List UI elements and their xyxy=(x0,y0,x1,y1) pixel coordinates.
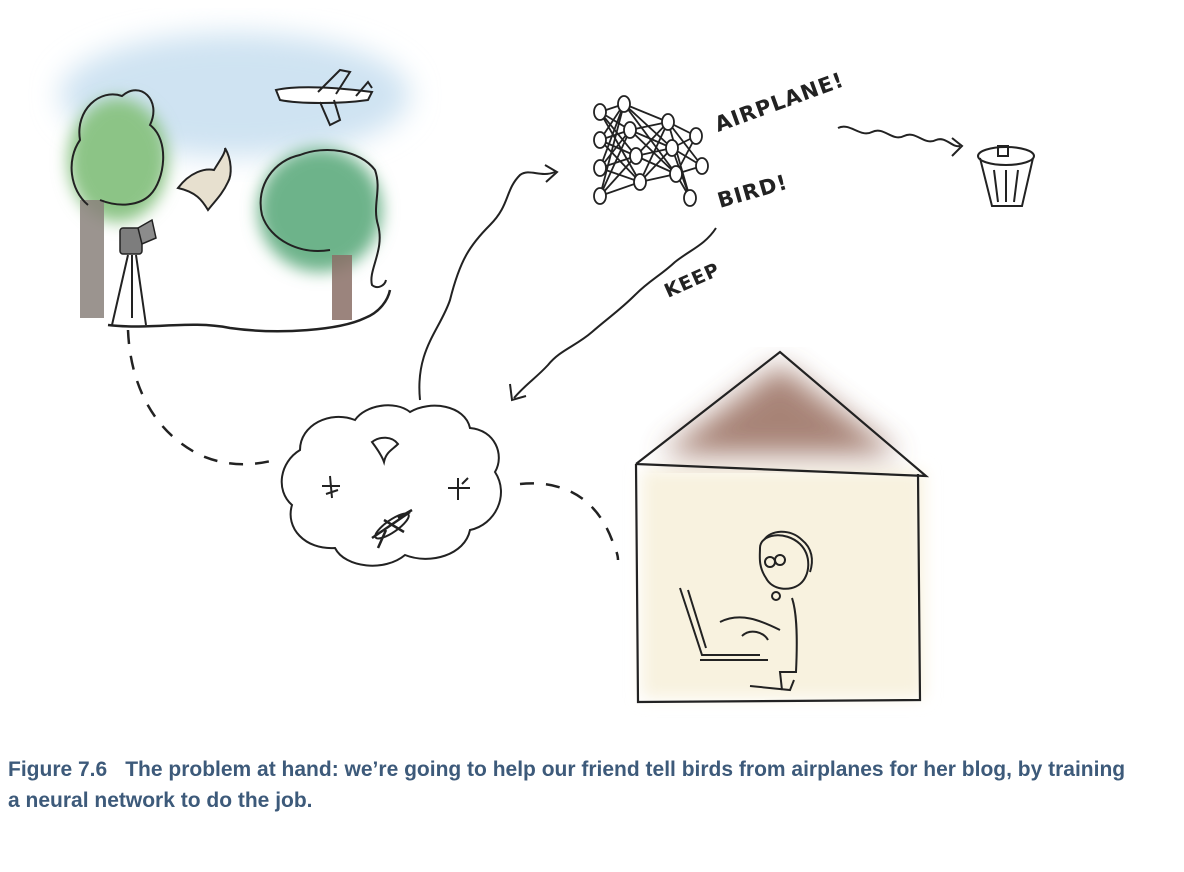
arrow-keep-to-cloud xyxy=(513,227,717,399)
nn-node xyxy=(617,95,631,113)
tree-left-foliage xyxy=(68,98,168,222)
nn-edge xyxy=(599,129,631,169)
figure-number: Figure 7.6 xyxy=(8,758,108,781)
dashed-path-cloud-to-house xyxy=(519,482,620,561)
nn-node xyxy=(629,147,643,165)
laptop-icon xyxy=(679,587,768,661)
nn-edge xyxy=(639,121,669,183)
nn-node xyxy=(669,165,683,183)
arrow-to-trash-head xyxy=(951,137,964,157)
caption-text: The problem at hand: we’re going to help… xyxy=(8,758,1126,812)
arrow-keep-to-cloud-head xyxy=(509,383,527,402)
nn-node xyxy=(661,113,675,131)
nn-edge xyxy=(639,147,673,183)
nn-node xyxy=(683,189,697,207)
nn-node xyxy=(593,187,607,205)
arrow-cloud-to-network-head xyxy=(544,164,559,183)
figure-illustration: AIRPLANE! BIRD! KEEP xyxy=(60,33,1035,704)
bird-icon xyxy=(176,147,232,212)
cloud-outline xyxy=(280,404,502,567)
outdoor-scene xyxy=(60,33,410,333)
nn-node xyxy=(593,131,607,149)
arrow-cloud-to-network xyxy=(418,171,556,401)
house-wall-fill xyxy=(642,470,924,698)
nn-edge xyxy=(667,121,703,167)
image-cloud xyxy=(280,404,502,567)
neural-network-icon xyxy=(593,95,709,207)
nn-edge xyxy=(635,121,669,157)
nn-edge xyxy=(623,103,669,123)
nn-node xyxy=(593,159,607,177)
label-bird: BIRD! xyxy=(715,170,791,213)
arrow-to-trash xyxy=(837,125,961,148)
nn-edge xyxy=(599,103,625,169)
ground-line xyxy=(107,289,392,333)
nn-node xyxy=(695,157,709,175)
cloud-bird-1 xyxy=(370,436,400,466)
nn-edge xyxy=(599,103,625,197)
nn-edge xyxy=(599,129,631,197)
dashed-path-camera-to-cloud xyxy=(126,329,276,466)
house-roof-outline xyxy=(635,350,930,478)
nn-node xyxy=(593,103,607,121)
nn-node xyxy=(665,139,679,157)
trash-can-icon xyxy=(977,145,1035,207)
house-wall-outline xyxy=(634,463,922,704)
nn-node xyxy=(623,121,637,139)
nn-edge xyxy=(599,111,641,183)
cloud-bird-3 xyxy=(448,477,470,500)
tree-right-outline xyxy=(259,149,387,289)
tree-right-trunk xyxy=(332,255,352,320)
tree-right-foliage xyxy=(258,148,382,272)
nn-node xyxy=(633,173,647,191)
cloud-bird-2 xyxy=(322,475,340,499)
tree-left-outline xyxy=(70,89,165,206)
cloud-airplane xyxy=(371,508,413,549)
airplane-icon xyxy=(274,68,374,127)
camera-icon xyxy=(111,218,157,326)
person-icon xyxy=(719,530,813,692)
house xyxy=(634,350,930,704)
label-airplane: AIRPLANE! xyxy=(712,68,848,137)
roof-fill xyxy=(660,365,900,455)
tree-left-trunk xyxy=(80,200,104,318)
nn-edge xyxy=(599,155,637,197)
nn-node xyxy=(689,127,703,145)
